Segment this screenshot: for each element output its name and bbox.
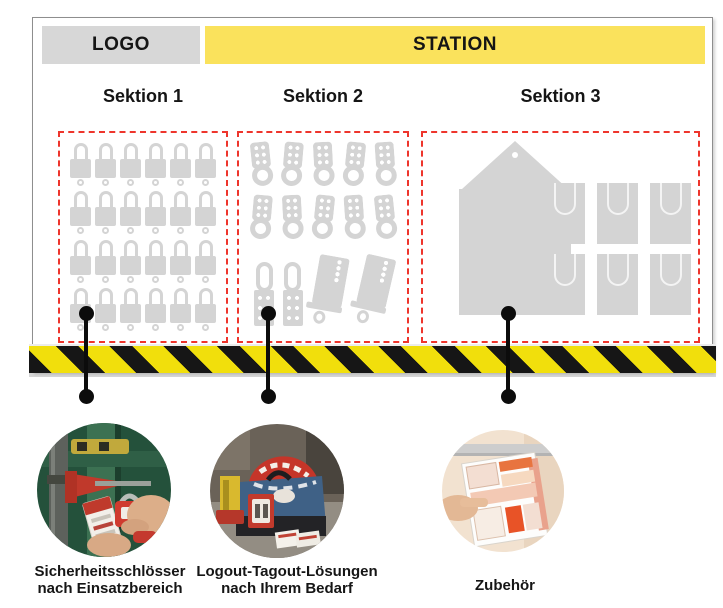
padlock-icon: [70, 143, 91, 186]
document-pocket-icon: [544, 254, 585, 315]
padlock-icon: [170, 191, 191, 235]
lockout-hasp-icon: [278, 141, 306, 189]
padlock-icon: [120, 143, 141, 186]
padlock-icon: [170, 239, 191, 283]
station-label: STATION: [412, 34, 498, 55]
padlock-icon: [170, 287, 191, 331]
padlock-icon: [95, 191, 116, 235]
photo-sicherheitsschloesser: [37, 423, 171, 557]
plate-lockout-icon: [347, 252, 402, 329]
catalog-photo-illustration: [442, 430, 564, 552]
padlock-row: [68, 239, 218, 283]
callout-label-3: Zubehör: [430, 577, 580, 594]
padlock-icon: [120, 239, 141, 283]
padlock-icon: [195, 239, 216, 283]
document-pocket-icon: [597, 183, 638, 244]
document-pocket-icon: [597, 254, 638, 315]
callout-line-1: [78, 306, 94, 404]
station-board: LOGO STATION Sektion 1 Sektion 2 Sektion…: [29, 17, 716, 373]
padlock-icon: [95, 287, 116, 331]
logo-label: LOGO: [92, 34, 150, 55]
lockout-hasp-icon: [340, 141, 369, 189]
logo-placeholder: LOGO: [42, 26, 200, 64]
kit-photo-illustration: [210, 424, 344, 558]
padlock-icon: [145, 191, 166, 235]
lockout-hasp-icon: [309, 194, 338, 242]
padlock-icon: [145, 287, 166, 331]
document-pocket-icon: [650, 183, 691, 244]
padlock-icon: [95, 143, 116, 186]
lockout-hasp-icon: [247, 194, 275, 242]
cable-lockout-icon: [281, 262, 305, 326]
tag-holder-top: [462, 141, 568, 189]
callout-line-2: [260, 306, 276, 404]
padlock-icon: [120, 191, 141, 235]
section-1-title: Sektion 1: [102, 86, 184, 106]
section-3-title: Sektion 3: [520, 86, 601, 106]
photo-zubehoer: [442, 430, 564, 552]
station-header: STATION: [205, 26, 705, 64]
padlock-row: [68, 191, 218, 235]
padlock-icon: [95, 239, 116, 283]
padlock-icon: [120, 287, 141, 331]
callout-label-2-line-1: Logout-Tagout-Lösungen: [196, 563, 378, 580]
padlock-icon: [195, 287, 216, 331]
padlock-icon: [195, 191, 216, 235]
lockout-hasp-icon: [371, 141, 398, 189]
lockout-hasp-icon: [371, 194, 400, 242]
hazard-stripe: [29, 344, 716, 373]
document-pocket-icon: [544, 183, 585, 244]
lockout-hasp-icon: [340, 194, 367, 242]
padlock-icon: [145, 239, 166, 283]
section-3-area: [421, 131, 700, 343]
lockout-hasp-icon: [310, 141, 336, 188]
callout-label-1: Sicherheitsschlösser nach Einsatzbereich: [15, 563, 205, 597]
callout-label-3-line-1: Zubehör: [475, 577, 535, 594]
padlock-icon: [195, 143, 216, 186]
document-pocket-icon: [650, 254, 691, 315]
padlock-row: [68, 143, 218, 186]
callout-label-1-line-2: nach Einsatzbereich: [37, 580, 183, 597]
padlock-icon: [70, 239, 91, 283]
lockout-hasp-icon: [247, 141, 276, 189]
hasp-row: [247, 141, 398, 189]
section-2-title: Sektion 2: [282, 86, 364, 106]
callout-line-3: [500, 306, 516, 404]
padlock-icon: [170, 143, 191, 186]
callout-label-1-line-1: Sicherheitsschlösser: [34, 563, 186, 580]
padlock-icon: [70, 191, 91, 235]
photo-loesungen: [210, 424, 344, 558]
hasp-row: [247, 194, 400, 242]
padlock-photo-illustration: [37, 423, 171, 557]
lockout-hasp-icon: [279, 194, 305, 241]
callout-label-2: Logout-Tagout-Lösungen nach Ihrem Bedarf: [192, 563, 382, 597]
tag-hole: [512, 152, 518, 158]
callout-label-2-line-2: nach Ihrem Bedarf: [221, 580, 353, 597]
padlock-icon: [145, 143, 166, 186]
